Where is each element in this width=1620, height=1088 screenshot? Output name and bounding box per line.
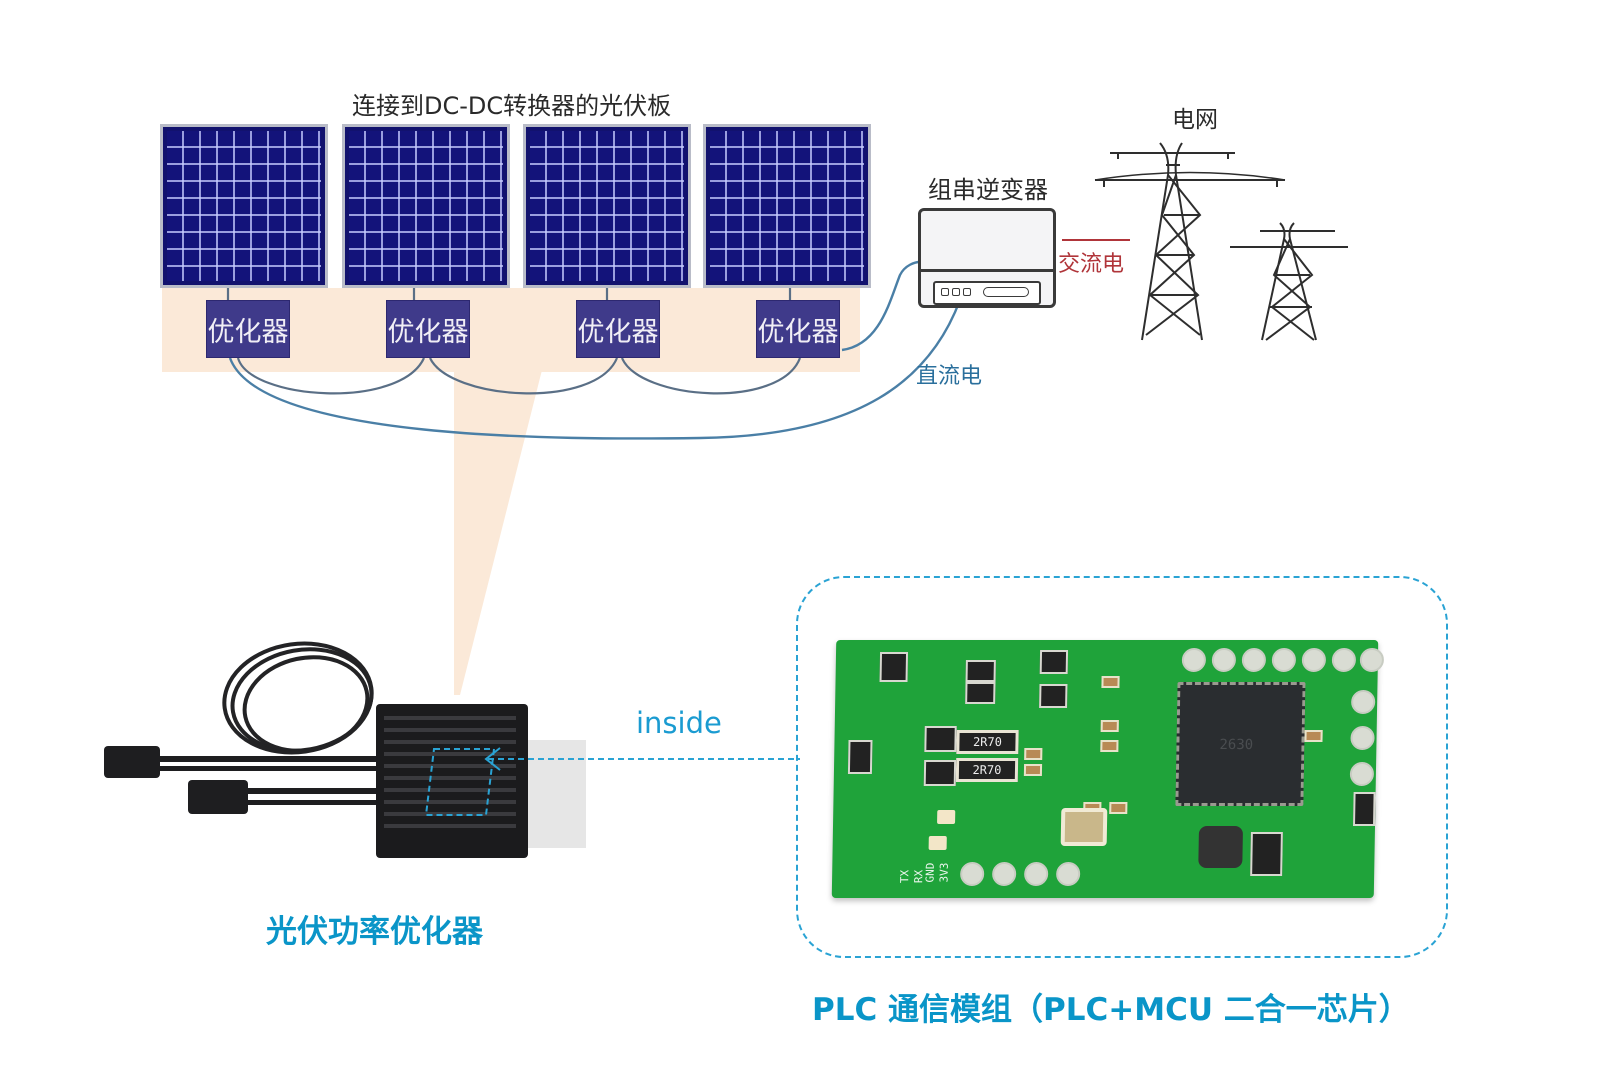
solar-panel-2 [342,124,510,288]
cable-upper-2 [150,766,390,771]
transmission-tower-icon [1094,142,1348,341]
mcu-marking: 2630 [1219,737,1254,753]
mcu-chip: 2630 [1175,682,1306,806]
resistor-r2: 2R70 [956,730,1019,754]
inside-marker-box [424,748,496,816]
panels-caption: 连接到DC-DC转换器的光伏板 [352,92,672,120]
device-title: 光伏功率优化器 [266,914,483,950]
inverter-label: 组串逆变器 [928,176,1048,204]
cable-lower [240,788,380,794]
pin-label-gnd: GND [923,862,937,883]
ac-label: 交流电 [1058,252,1125,277]
cable-lower-2 [240,800,380,805]
plc-module-frame [796,576,1448,958]
optimizer-box-4: 优化器 [756,300,840,358]
cable-upper [150,756,390,762]
solar-panel-4 [703,124,871,288]
inside-label: inside [636,706,722,740]
dc-label: 直流电 [916,364,983,389]
optimizer-box-3: 优化器 [576,300,660,358]
optimizer-box-1: 优化器 [206,300,290,358]
string-inverter-icon [918,208,1056,308]
plc-pcb-board: 2630 2R70 2R70 TX RX GND 3V3 [831,640,1385,898]
status-led-1 [937,810,956,824]
crystal-oscillator [1060,808,1108,846]
status-led-2 [928,836,947,850]
pin-label-3v3: 3V3 [937,862,951,883]
inside-arrow [484,747,800,771]
optimizer-label: 优化器 [577,316,659,348]
optimizer-label: 优化器 [757,316,839,348]
grid-label: 电网 [1172,107,1218,133]
module-title: PLC 通信模组（PLC+MCU 二合一芯片） [812,992,1410,1028]
cable-coil [222,641,374,755]
optimizer-label: 优化器 [387,316,469,348]
solar-panel-3 [523,124,691,288]
resistor-r1: 2R70 [955,758,1019,782]
optimizer-box-2: 优化器 [386,300,470,358]
optimizer-label: 优化器 [207,316,289,348]
dc-wiring [226,239,1130,440]
solar-panel-1 [160,124,328,288]
pin-label-tx: TX [898,869,912,884]
callout-beam [454,370,542,695]
mc4-connector-left [104,746,160,778]
mc4-connector-right [188,780,248,814]
power-inductor [1198,826,1244,868]
